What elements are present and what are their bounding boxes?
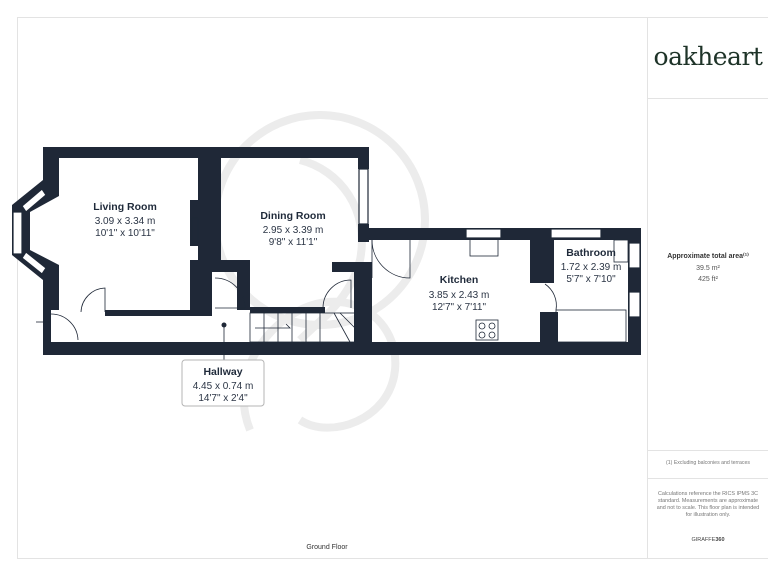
dining-room-label: Dining Room 2.95 x 3.39 m 9'8" x 11'1" xyxy=(260,210,325,248)
doors xyxy=(50,239,557,341)
bathroom-metric: 1.72 x 2.39 m xyxy=(561,262,622,273)
bay-window xyxy=(12,180,59,280)
hallway-imperial: 14'7" x 2'4" xyxy=(198,393,248,404)
kitchen-window xyxy=(465,228,502,239)
bathroom-imperial: 5'7" x 7'10" xyxy=(566,274,616,285)
hallway-name: Hallway xyxy=(203,366,242,378)
dining-room-name: Dining Room xyxy=(260,210,325,222)
bathroom-window-2 xyxy=(628,291,641,318)
staircase xyxy=(249,312,356,343)
info-sidebar: oakheart Approximate total area⁽¹⁾ 39.5 … xyxy=(648,17,768,559)
bathroom-name: Bathroom xyxy=(566,247,616,259)
kitchen-label: Kitchen 3.85 x 2.43 m 12'7" x 7'11" xyxy=(429,274,490,313)
divider xyxy=(648,98,768,99)
software-suffix: 360 xyxy=(715,537,725,543)
software-credit: GIRAFFE360 xyxy=(648,537,768,543)
exclusion-note: (1) Excluding balconies and terraces xyxy=(666,460,750,466)
hallway-metric: 4.45 x 0.74 m xyxy=(193,381,254,392)
total-area-imperial: 425 ft² xyxy=(698,276,718,283)
plan-panel xyxy=(17,17,648,559)
living-room-metric: 3.09 x 3.34 m xyxy=(95,216,156,227)
dining-room-imperial: 9'8" x 11'1" xyxy=(269,237,318,248)
brand-logo: oakheart xyxy=(653,42,763,71)
dining-room-metric: 2.95 x 3.39 m xyxy=(263,225,324,236)
kitchen-imperial: 12'7" x 7'11" xyxy=(432,302,487,313)
living-room-imperial: 10'1" x 10'11" xyxy=(95,228,155,239)
divider xyxy=(648,478,768,479)
kitchen-metric: 3.85 x 2.43 m xyxy=(429,290,490,301)
fixtures xyxy=(36,217,629,360)
calculation-note: Calculations reference the RICS IPMS 3C … xyxy=(656,491,760,518)
bathroom-window-top xyxy=(550,228,602,239)
living-room-label: Living Room 3.09 x 3.34 m 10'1" x 10'11" xyxy=(93,201,157,239)
kitchen-name: Kitchen xyxy=(440,274,479,286)
software-prefix: GIRAFFE xyxy=(691,537,716,543)
bathroom-window-1 xyxy=(628,242,641,269)
living-room-name: Living Room xyxy=(93,201,157,213)
bathroom-label: Bathroom 1.72 x 2.39 m 5'7" x 7'10" xyxy=(561,247,622,285)
total-area-metric: 39.5 m² xyxy=(696,265,720,272)
dining-window xyxy=(358,168,369,225)
hallway-callout: Hallway 4.45 x 0.74 m 14'7" x 2'4" xyxy=(181,359,265,407)
divider xyxy=(648,450,768,451)
floor-plan-drawing: Living Room 3.09 x 3.34 m 10'1" x 10'11"… xyxy=(12,111,641,551)
floor-label: Ground Floor xyxy=(306,544,348,551)
total-area-title: Approximate total area⁽¹⁾ xyxy=(667,253,749,260)
